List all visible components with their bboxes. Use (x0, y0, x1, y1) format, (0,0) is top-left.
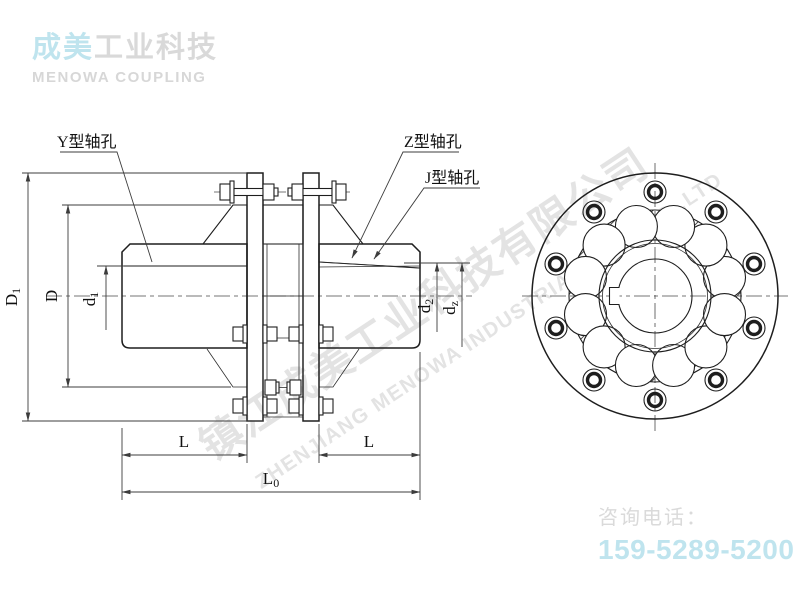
callout-y-bore: Y型轴孔 (57, 133, 153, 263)
bore-with-keyway (608, 258, 693, 334)
svg-text:L: L (364, 432, 374, 451)
svg-text:L0: L0 (263, 469, 279, 490)
bolt (544, 252, 568, 276)
left-flange-rim (201, 204, 248, 245)
dim-D-label: D (42, 290, 61, 302)
dim-D1-label: D (2, 294, 21, 306)
callout-j-bore: J型轴孔 (373, 169, 480, 260)
dim-d2-label: d (415, 304, 434, 313)
svg-text:d2: d2 (415, 299, 436, 314)
callout-z-bore: Z型轴孔 (351, 133, 462, 259)
left-hub-hatch (121, 243, 248, 267)
section-view: D1 D d1 d2 dz L (2, 133, 480, 500)
svg-text:d1: d1 (80, 292, 101, 307)
dim-L-left-label: L (179, 432, 189, 451)
elastomer-section-hatch (262, 204, 304, 245)
top-bolt-left (219, 180, 279, 204)
dim-dz-label: d (440, 306, 459, 315)
taper-bore-line-j (318, 265, 421, 268)
flange-bolts (544, 180, 766, 412)
center-stud-pair (264, 379, 302, 396)
dimension-L-right: L (318, 352, 421, 500)
flange-outer-circle (531, 172, 779, 420)
brand-logo: 成美工业科技 MENOWA COUPLING (32, 32, 219, 86)
contact-block: 咨询电话： 159-5289-5200 (598, 508, 794, 564)
dimension-D: D (42, 204, 231, 388)
bolt (643, 388, 667, 412)
bolt (742, 316, 766, 340)
dimension-L-left: L (121, 424, 248, 500)
dim-d1-label: d (80, 297, 99, 306)
bolt-heads-bottom-row (232, 396, 334, 416)
svg-text:D1: D1 (2, 288, 23, 306)
bolt (643, 180, 667, 204)
brand-name-highlight: 成美 (32, 32, 95, 64)
bolt (742, 252, 766, 276)
hub-boss-circle (598, 239, 712, 353)
front-view (522, 163, 788, 431)
dimension-dz: dz (440, 262, 465, 347)
contact-label: 咨询电话： (598, 507, 708, 529)
right-rim-lower-edge (319, 348, 360, 388)
svg-text:Z型轴孔: Z型轴孔 (404, 133, 462, 151)
bolt-heads-mid-row (232, 324, 334, 344)
bolt (704, 368, 728, 392)
phone-number: 159-5289-5200 (598, 534, 795, 565)
dimension-D1: D1 (2, 172, 263, 422)
dimension-d2: d2 (404, 262, 470, 332)
svg-text:J型轴孔: J型轴孔 (425, 169, 479, 187)
svg-text:Y型轴孔: Y型轴孔 (57, 133, 117, 151)
dimension-d1: d1 (80, 265, 124, 330)
elastomer-balls (563, 204, 747, 388)
right-hub-hatch (318, 243, 421, 269)
top-bolt-right (287, 180, 347, 204)
svg-text:D: D (42, 290, 61, 302)
hub-boss-inner-circle (602, 243, 708, 349)
bolt (704, 200, 728, 224)
brand-subtitle: MENOWA COUPLING (32, 69, 207, 86)
svg-text:L: L (179, 432, 189, 451)
annulus-outer-circle (568, 209, 742, 383)
right-flange-rim (318, 204, 365, 245)
left-rim-lower-edge (206, 348, 247, 388)
bolt (544, 316, 568, 340)
bolt (582, 200, 606, 224)
dim-L0-label: L (263, 469, 273, 488)
bolt (582, 368, 606, 392)
dim-L-right-label: L (364, 432, 374, 451)
dimension-L0: L0 (121, 469, 421, 495)
svg-text:dz: dz (440, 301, 461, 315)
brand-name-rest: 工业科技 (94, 32, 219, 64)
taper-bore-line-z (318, 261, 421, 269)
